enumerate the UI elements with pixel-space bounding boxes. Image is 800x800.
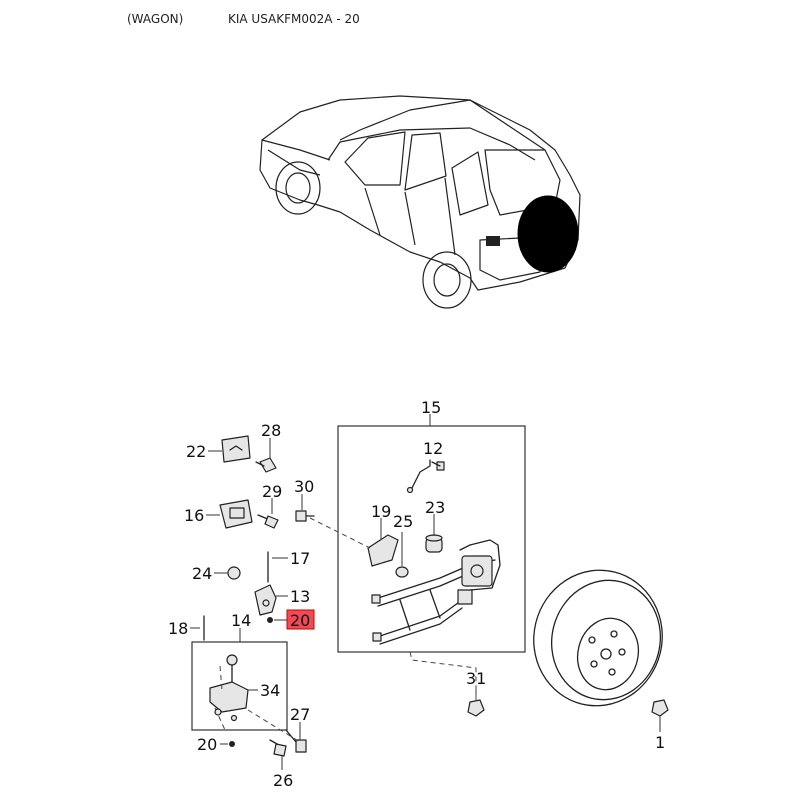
callout-18: 18 (168, 619, 188, 638)
callout-31: 31 (466, 669, 486, 688)
callout-30: 30 (294, 477, 314, 496)
part-29-bolt (257, 514, 279, 529)
part-23-bushing (425, 534, 443, 553)
vehicle-illustration (259, 95, 581, 309)
callout-19: 19 (371, 502, 391, 521)
callout-14: 14 (231, 611, 251, 630)
callout-1: 1 (655, 733, 665, 752)
part-30-bolt (295, 510, 315, 522)
callout-22: 22 (186, 442, 206, 461)
callout-27: 27 (290, 705, 310, 724)
callout-28: 28 (261, 421, 281, 440)
part-25-grommet (395, 566, 409, 578)
part-19-plate (367, 534, 399, 567)
callout-20-highlighted[interactable]: 20 (290, 611, 310, 630)
callout-25: 25 (393, 512, 413, 531)
spare-tire (533, 569, 663, 707)
callout-16: 16 (184, 506, 204, 525)
part-20b-nut (229, 741, 235, 747)
variant-label: (WAGON) (127, 12, 184, 26)
part-1-nut (651, 699, 669, 717)
part-28-bolt (255, 457, 277, 473)
callout-20: 20 (197, 735, 217, 754)
callout-12: 12 (423, 439, 443, 458)
part-24-nut (227, 566, 241, 580)
callout-24: 24 (192, 564, 212, 583)
callout-13: 13 (290, 587, 310, 606)
part-27-bolt (285, 729, 307, 753)
spare-tire-carrier (371, 539, 501, 645)
callout-34: 34 (260, 681, 280, 700)
part-12-cable (406, 459, 445, 494)
part-22-pad (221, 435, 251, 463)
callout-17: 17 (290, 549, 310, 568)
part-20-nut (267, 617, 273, 623)
assembly-15-box (337, 425, 526, 653)
part-31-nut (467, 699, 485, 717)
callout-15: 15 (421, 398, 441, 417)
callout-23: 23 (425, 498, 445, 517)
callout-26: 26 (273, 771, 293, 790)
part-13-bracket (254, 584, 277, 616)
part-26-bolt (269, 739, 287, 757)
part-34-latch (209, 654, 249, 731)
part-16-bracket (219, 499, 253, 529)
catalog-code: KIA USAKFM002A - 20 (228, 12, 360, 26)
callout-29: 29 (262, 482, 282, 501)
